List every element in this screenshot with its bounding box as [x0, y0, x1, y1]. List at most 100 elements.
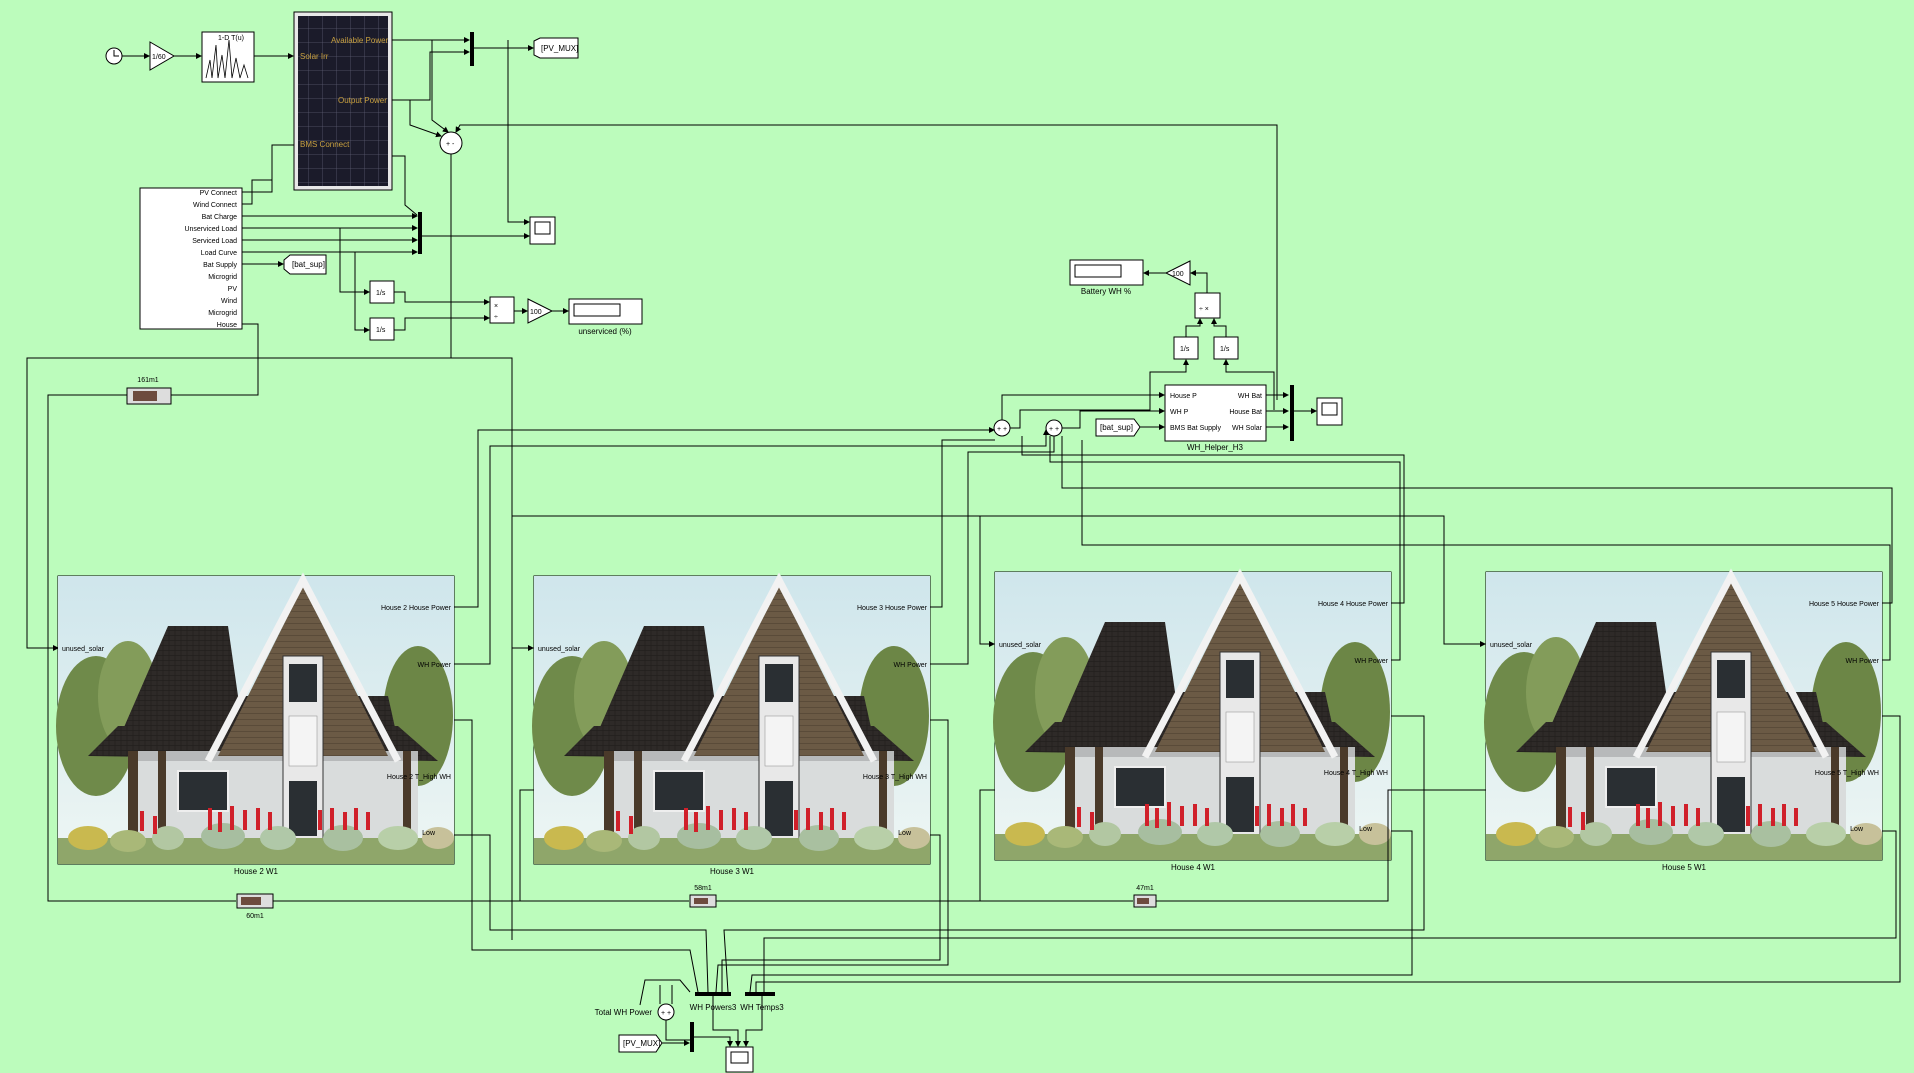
solar-port-available: Available Power	[331, 36, 389, 45]
sum-total-wh-power[interactable]: + +	[658, 1004, 674, 1020]
mux-wh[interactable]	[1290, 385, 1294, 441]
bms-port-pv: PV	[228, 286, 238, 293]
gain-100-label-1: 100	[530, 309, 542, 316]
house-4-block[interactable]: unused_solar House 4 House Power WH Powe…	[993, 572, 1391, 872]
house-5-port-power: House 5 House Power	[1809, 601, 1880, 608]
solar-port-output: Output Power	[338, 96, 387, 105]
bms-port-serviced-load: Serviced Load	[192, 238, 237, 245]
house-3-block[interactable]: unused_solar House 3 House Power WH Powe…	[532, 576, 930, 876]
bus-wh-temps[interactable]	[745, 992, 775, 996]
integrator-2[interactable]: 1/s	[370, 318, 394, 340]
svg-text:÷ ×: ÷ ×	[1199, 306, 1209, 313]
display-battery-wh[interactable]: Battery WH %	[1070, 260, 1143, 296]
clock-block[interactable]	[106, 48, 122, 64]
svg-text:+ +: + +	[1049, 426, 1059, 433]
house-5-port-wh: WH Power	[1846, 658, 1880, 665]
scope-bottom[interactable]	[726, 1047, 753, 1072]
house-2-port-low: Low	[422, 830, 436, 837]
house-2-port-in: unused_solar	[62, 646, 105, 653]
divide-block[interactable]: × ÷	[490, 297, 514, 323]
cable-58m[interactable]: 58m1	[690, 885, 716, 907]
house-5-port-in: unused_solar	[1490, 642, 1533, 649]
goto-pv-mux[interactable]: [PV_MUX]	[534, 38, 578, 58]
house-3-port-power: House 3 House Power	[857, 605, 928, 612]
bms-port-bat-charge: Bat Charge	[202, 214, 238, 221]
goto-pv-mux-label: [PV_MUX]	[541, 44, 578, 53]
bus-wh-powers[interactable]	[695, 992, 731, 996]
bms-port-microgrid-2: Microgrid	[208, 310, 237, 317]
sum-block-house-p[interactable]: + +	[994, 420, 1010, 436]
house-2-port-wh: WH Power	[418, 662, 452, 669]
house-3-port-t: House 3 T_High WH	[863, 774, 927, 781]
wh-helper-name: WH_Helper_H3	[1187, 443, 1244, 452]
bms-subsystem-block[interactable]: PV Connect Wind Connect Bat Charge Unser…	[140, 188, 242, 329]
svg-text:÷: ÷	[494, 314, 498, 321]
house-3-port-wh: WH Power	[894, 662, 928, 669]
cable-60m-label: 60m1	[246, 913, 264, 920]
house-4-port-power: House 4 House Power	[1318, 601, 1389, 608]
wh-helper-in-bms: BMS Bat Supply	[1170, 425, 1221, 432]
battery-wh-label: Battery WH %	[1081, 287, 1131, 296]
mux-pv[interactable]	[470, 32, 474, 66]
from-bat-sup[interactable]: [bat_sup]	[1096, 419, 1140, 436]
bms-port-wind: Wind	[221, 298, 237, 305]
svg-text:+ -: + -	[446, 141, 455, 148]
integrator-2-label: 1/s	[376, 327, 386, 334]
scope-top[interactable]	[530, 217, 555, 244]
cable-161m[interactable]: 161m1	[127, 377, 171, 404]
house-5-name: House 5 W1	[1662, 863, 1707, 872]
goto-bat-sup-label: [bat_sup]	[292, 260, 325, 269]
gain-100-label-2: 100	[1172, 271, 1184, 278]
gain-1-60-label: 1/60	[152, 54, 166, 61]
wh-helper-out-wh-solar: WH Solar	[1232, 425, 1263, 432]
goto-bat-sup[interactable]: [bat_sup]	[284, 255, 326, 274]
house-3-port-low: Low	[898, 830, 912, 837]
house-5-block[interactable]: unused_solar House 5 House Power WH Powe…	[1484, 572, 1882, 872]
house-2-port-power: House 2 House Power	[381, 605, 452, 612]
bms-port-pv-connect: PV Connect	[200, 190, 237, 197]
house-2-name: House 2 W1	[234, 867, 279, 876]
lookup-table-label: 1-D T(u)	[218, 35, 244, 42]
svg-text:×: ×	[494, 303, 498, 310]
divide-block-2[interactable]: ÷ ×	[1195, 293, 1220, 318]
integrator-1[interactable]: 1/s	[370, 281, 394, 303]
wh-helper-in-wh-p: WH P	[1170, 409, 1189, 416]
integrator-3[interactable]: 1/s	[1174, 337, 1198, 359]
bms-port-bat-supply: Bat Supply	[203, 262, 237, 269]
display-unserviced[interactable]: unserviced (%)	[569, 299, 642, 336]
wh-helper-out-house-bat: House Bat	[1229, 409, 1262, 416]
scope-wh[interactable]	[1317, 398, 1342, 425]
mux-bms[interactable]	[418, 212, 422, 254]
bms-port-load-curve: Load Curve	[201, 250, 237, 257]
sum-block-top[interactable]: + -	[440, 132, 462, 154]
solar-port-irr: Solar Irr	[300, 52, 329, 61]
from-pv-mux[interactable]: [PV_MUX]	[619, 1035, 662, 1052]
integrator-4[interactable]: 1/s	[1214, 337, 1238, 359]
wh-helper-in-house-p: House P	[1170, 393, 1197, 400]
lookup-table-block[interactable]: 1-D T(u)	[202, 32, 254, 82]
integrator-4-label: 1/s	[1220, 346, 1230, 353]
solar-panel-block[interactable]: Solar Irr Available Power Output Power B…	[294, 12, 392, 190]
svg-text:+ +: + +	[997, 426, 1007, 433]
cable-60m[interactable]: 60m1	[237, 894, 273, 920]
sum-block-wh-p[interactable]: + +	[1046, 420, 1062, 436]
bms-port-house: House	[217, 322, 237, 329]
gain-1-60-block[interactable]: 1/60	[150, 42, 174, 70]
house-5-port-low: Low	[1850, 826, 1864, 833]
wh-helper-out-wh-bat: WH Bat	[1238, 393, 1262, 400]
cable-47m[interactable]: 47m1	[1134, 885, 1156, 907]
solar-port-bms: BMS Connect	[300, 140, 350, 149]
house-2-port-t: House 2 T_High WH	[387, 774, 451, 781]
gain-100-block-2[interactable]: 100	[1166, 261, 1190, 285]
integrator-3-label: 1/s	[1180, 346, 1190, 353]
house-4-port-t: House 4 T_High WH	[1324, 770, 1388, 777]
house-2-block[interactable]: unused_solar House 2 House Power WH Powe…	[56, 576, 454, 876]
cable-47m-label: 47m1	[1136, 885, 1154, 892]
cable-58m-label: 58m1	[694, 885, 712, 892]
house-4-port-low: Low	[1359, 826, 1373, 833]
mux-bottom[interactable]	[690, 1022, 694, 1052]
gain-100-block-1[interactable]: 100	[528, 299, 552, 323]
total-wh-power-label: Total WH Power	[595, 1008, 653, 1017]
wh-helper-subsystem[interactable]: House P WH P BMS Bat Supply WH Bat House…	[1165, 385, 1266, 452]
house-3-name: House 3 W1	[710, 867, 755, 876]
